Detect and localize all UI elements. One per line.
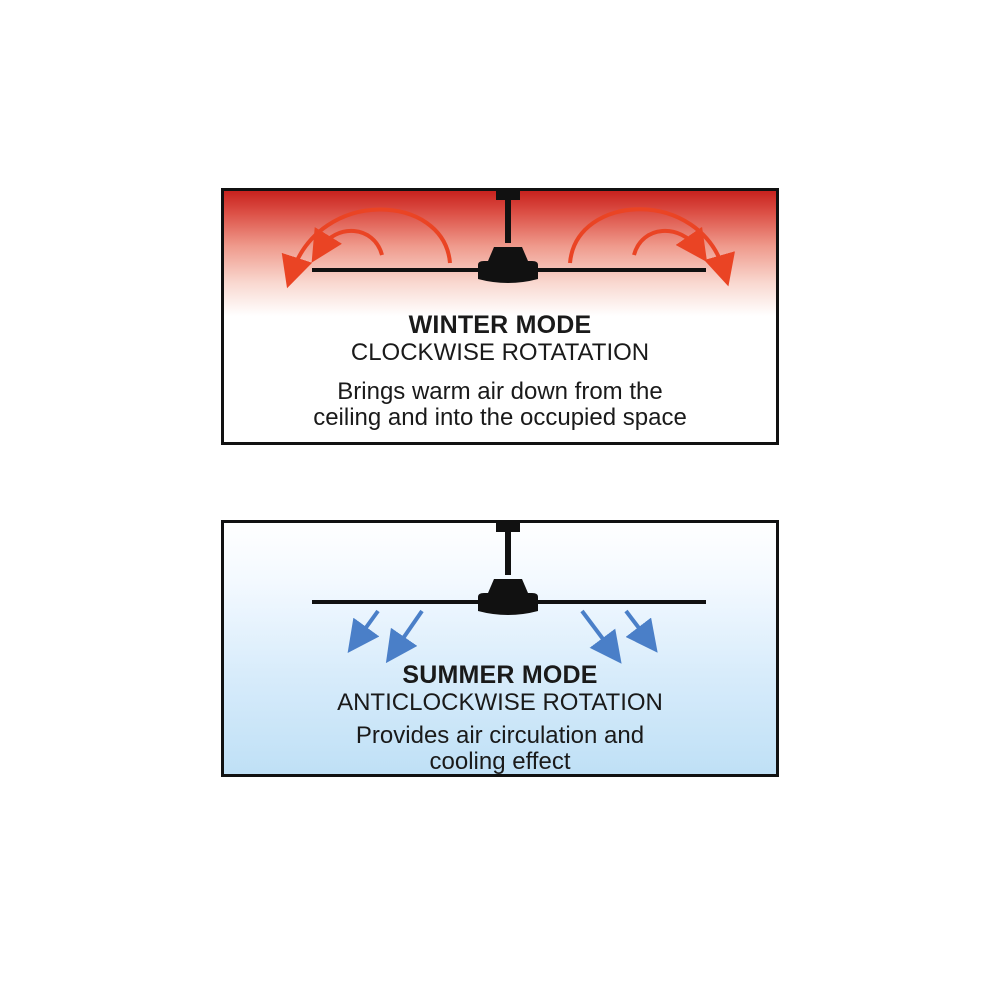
summer-mode-panel: SUMMER MODE ANTICLOCKWISE ROTATION Provi… (221, 520, 779, 777)
summer-description: Provides air circulation and cooling eff… (224, 723, 776, 775)
summer-text-block: SUMMER MODE ANTICLOCKWISE ROTATION Provi… (224, 661, 776, 775)
winter-mode-title: WINTER MODE (408, 311, 592, 339)
winter-mode-panel: WINTER MODE CLOCKWISE ROTATATION Brings … (221, 188, 779, 445)
ceiling-fan-icon (312, 523, 706, 615)
winter-description-line: ceiling and into the occupied space (313, 404, 687, 431)
winter-right-airflow-arrows (568, 207, 735, 287)
summer-mode-title: SUMMER MODE (402, 661, 598, 689)
winter-text-block: WINTER MODE CLOCKWISE ROTATATION Brings … (224, 311, 776, 431)
summer-fan-diagram (312, 523, 706, 664)
winter-rotation-label: CLOCKWISE ROTATATION (350, 339, 650, 366)
summer-description-line: cooling effect (429, 748, 571, 775)
summer-airflow-arrows (347, 609, 658, 664)
winter-left-airflow-arrows (281, 207, 452, 289)
summer-description-line: Provides air circulation and (355, 722, 645, 749)
winter-description-line: Brings warm air down from the (337, 378, 663, 405)
winter-description: Brings warm air down from the ceiling an… (224, 379, 776, 431)
summer-rotation-label: ANTICLOCKWISE ROTATION (337, 689, 663, 716)
winter-fan-diagram (281, 191, 735, 289)
ceiling-fan-icon (312, 191, 706, 283)
